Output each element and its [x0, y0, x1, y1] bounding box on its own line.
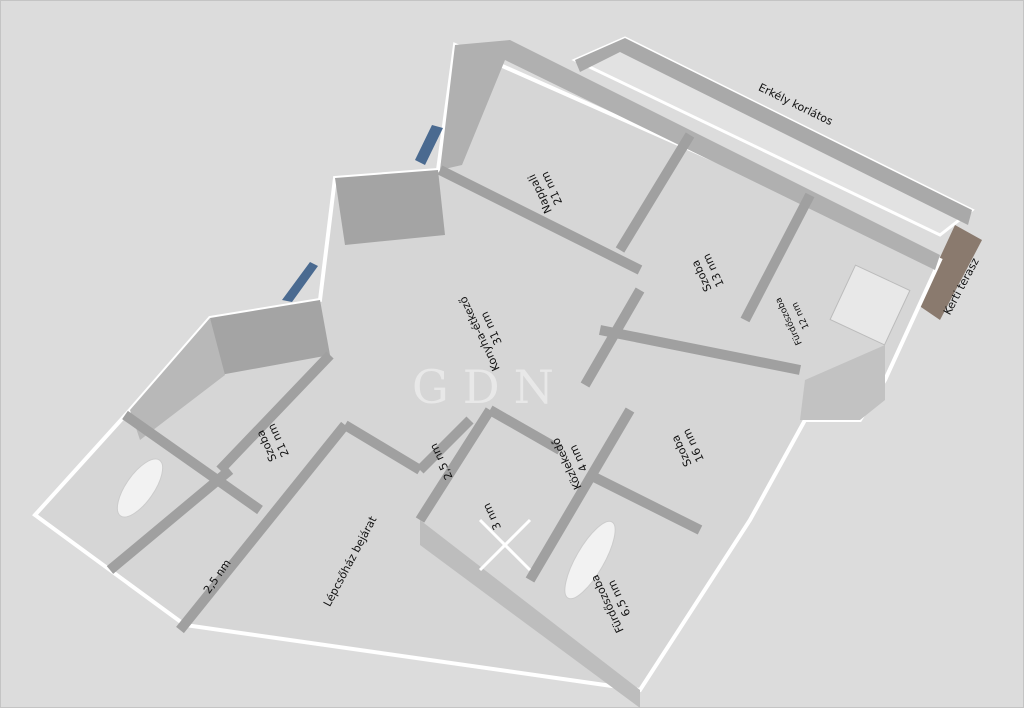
stairwell-cross [478, 518, 532, 572]
window-glass [415, 125, 443, 165]
wall [800, 345, 885, 420]
wall [130, 318, 225, 440]
interior-walls [106, 132, 815, 634]
jacuzzi [829, 264, 911, 346]
wall [420, 520, 640, 708]
balcony-railing [575, 38, 972, 225]
wall [440, 40, 940, 270]
terrace-deck [918, 225, 982, 320]
bathtub [564, 520, 616, 600]
window-glass [282, 262, 318, 302]
watermark-logo: GDN [412, 360, 568, 414]
wall [210, 300, 330, 375]
wall [335, 170, 445, 245]
bathtub [116, 458, 164, 518]
